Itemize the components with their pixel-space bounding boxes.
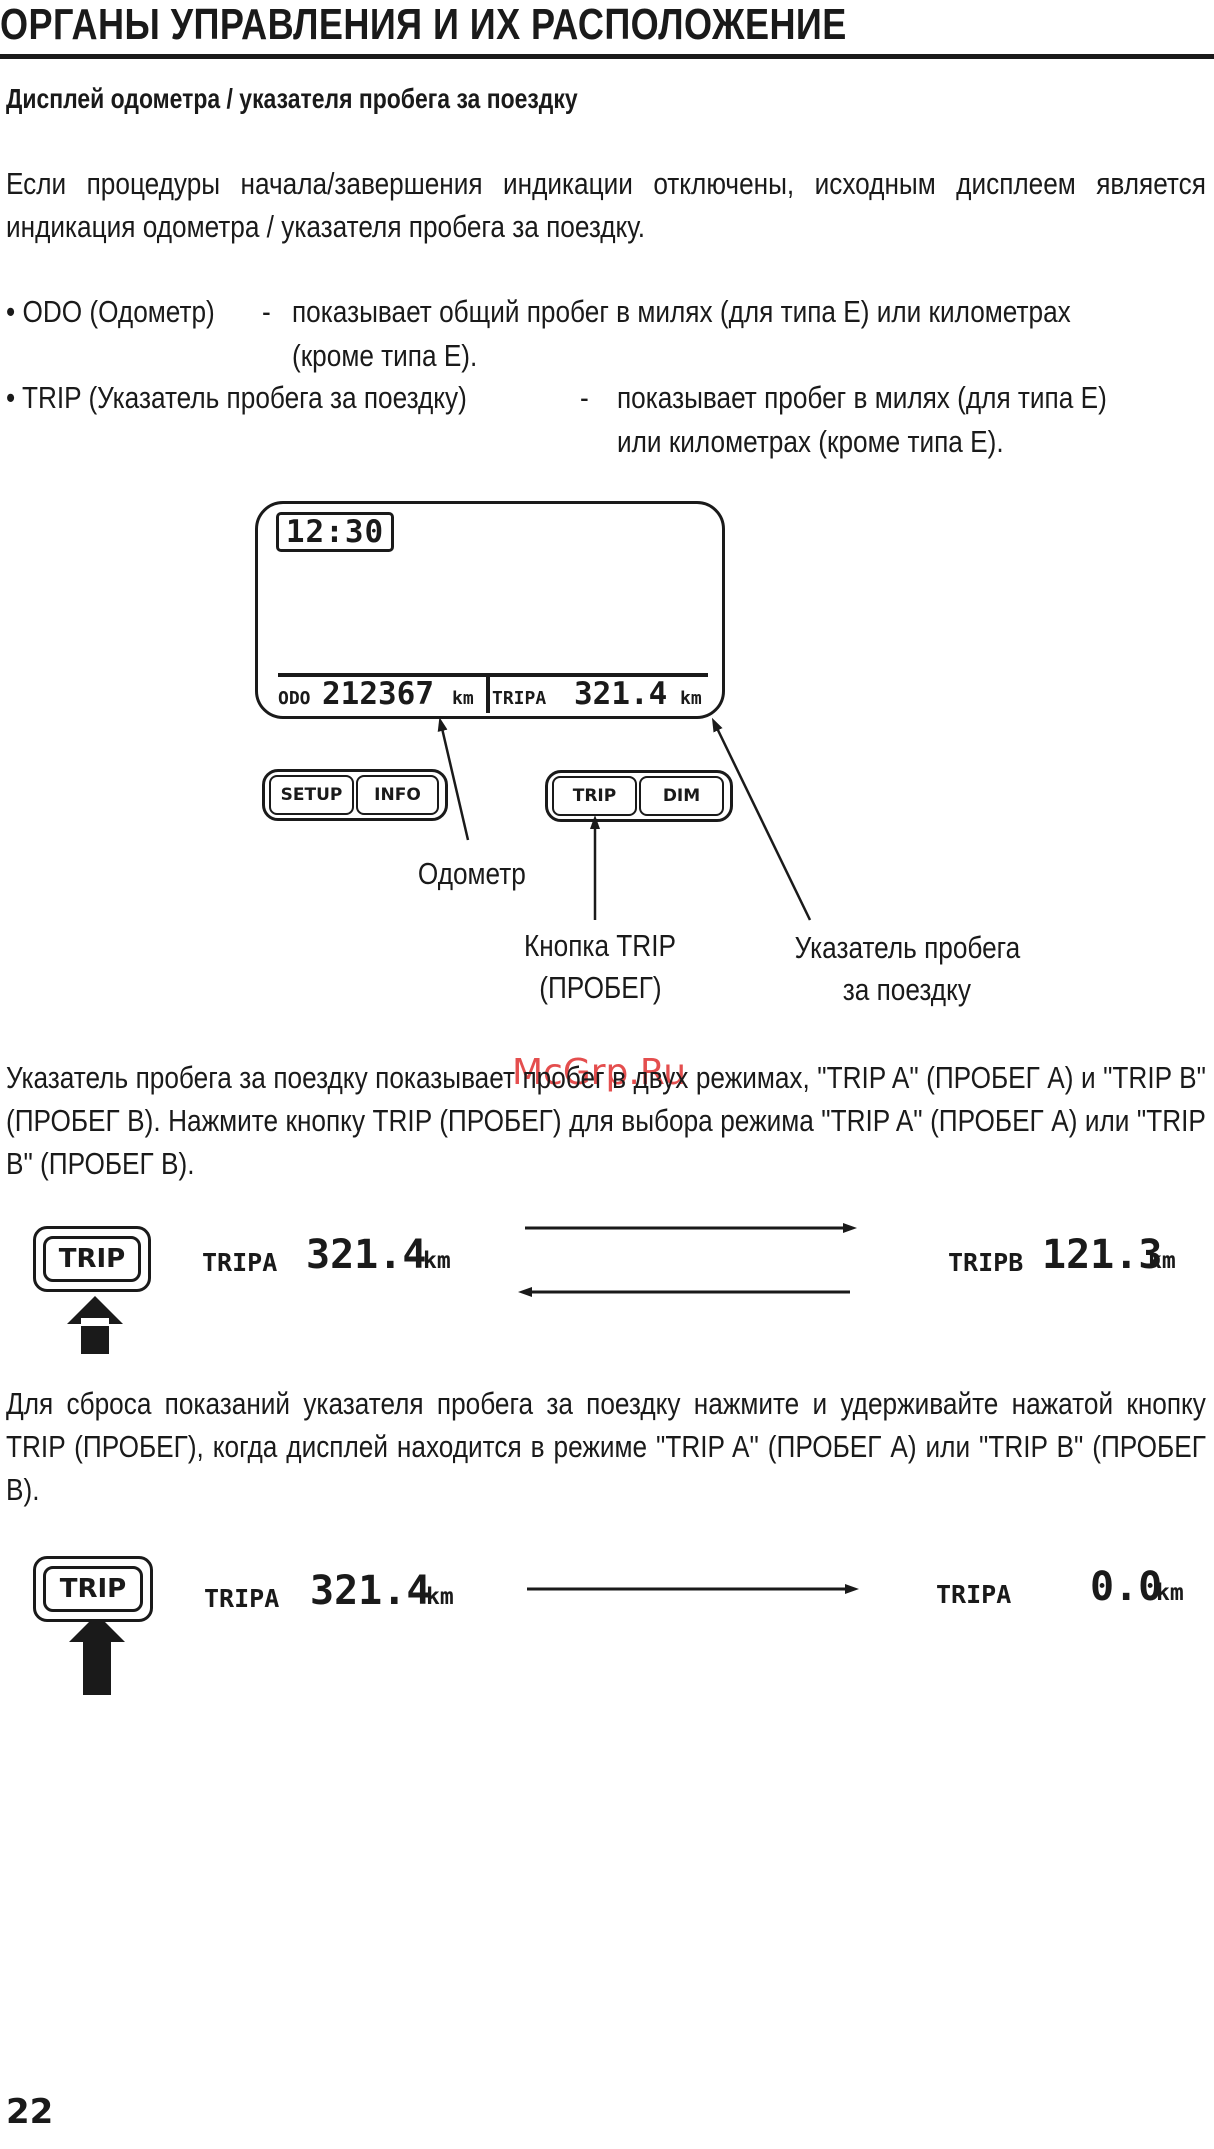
title-rule	[0, 54, 1214, 59]
clock-readout: 12:30	[276, 512, 394, 552]
trip-unit: km	[680, 688, 702, 709]
example2-right-unit: km	[1156, 1580, 1184, 1606]
reset-text: Для сброса показаний указателя пробега з…	[6, 1386, 1206, 1507]
page-number: 22	[6, 2092, 54, 2132]
caption-trip-button-line1: Кнопка TRIP	[523, 928, 677, 963]
odo-label: ODO	[278, 688, 311, 709]
bullet-odo-line1: показывает общий пробег в милях (для тип…	[292, 294, 1071, 329]
caption-trip-meter-line2: за поездку	[842, 972, 972, 1007]
reset-paragraph: Для сброса показаний указателя пробега з…	[6, 1382, 1206, 1511]
intro-paragraph: Если процедуры начала/завершения индикац…	[6, 162, 1206, 248]
example2-trip-button[interactable]: TRIP	[43, 1566, 143, 1612]
dim-button[interactable]: DIM	[639, 776, 724, 816]
example1-left-label: TRIPA	[202, 1248, 278, 1277]
trip-meter-callout-line	[711, 717, 812, 921]
page-title: ОРГАНЫ УПРАВЛЕНИЯ И ИХ РАСПОЛОЖЕНИЕ	[0, 0, 847, 49]
example1-left-value: 321.4	[306, 1232, 427, 1278]
trip-label: TRIPA	[492, 688, 547, 709]
odo-value: 212367	[322, 676, 434, 712]
modes-text: Указатель пробега за поездку показывает …	[6, 1060, 1206, 1181]
example1-right-value: 121.3	[1042, 1232, 1163, 1278]
display-panel	[255, 501, 725, 719]
trip-value: 321.4	[574, 676, 668, 712]
odometer-callout-line	[437, 717, 470, 841]
modes-paragraph: Указатель пробега за поездку показывает …	[6, 1056, 1206, 1185]
example1-right-unit: km	[1148, 1248, 1176, 1274]
example2-trip-button-frame: TRIP	[33, 1556, 153, 1622]
example2-press-arrow-tail	[83, 1695, 111, 1703]
example2-left-label: TRIPA	[204, 1584, 280, 1613]
bullet-trip-line2: или километрах (кроме типа E).	[617, 424, 1004, 459]
bullet-trip-line1: показывает пробег в милях (для типа E)	[617, 380, 1107, 415]
example2-right-label: TRIPA	[936, 1580, 1012, 1609]
watermark-text: McGrp.Ru	[512, 1052, 687, 1093]
bullet-trip-dash: -	[580, 380, 589, 415]
example2-left-unit: km	[426, 1584, 454, 1610]
bullet-odo-line2: (кроме типа E).	[292, 338, 478, 373]
example2-right-value: 0.0	[1090, 1564, 1163, 1610]
example1-trip-button[interactable]: TRIP	[43, 1236, 141, 1282]
caption-trip-meter-line1: Указатель пробега	[794, 930, 1020, 965]
example2-press-arrow	[69, 1614, 125, 1702]
bullet-odo-dash: -	[262, 294, 271, 329]
caption-trip-button-line2: (ПРОБЕГ)	[538, 970, 662, 1005]
example2-left-value: 321.4	[310, 1568, 431, 1614]
info-button[interactable]: INFO	[355, 775, 439, 815]
setup-info-button-group: SETUP INFO	[262, 769, 448, 821]
bullet-trip-term: • TRIP (Указатель пробега за поездку)	[6, 380, 467, 415]
intro-text: Если процедуры начала/завершения индикац…	[6, 166, 1206, 244]
example1-trip-button-frame: TRIP	[33, 1226, 151, 1292]
odo-unit: km	[452, 688, 474, 709]
display-divider-vertical	[486, 673, 490, 713]
section-subtitle: Дисплей одометра / указателя пробега за …	[6, 83, 578, 114]
display-divider-bar	[278, 673, 708, 677]
setup-button[interactable]: SETUP	[269, 775, 354, 815]
caption-odometer: Одометр	[418, 856, 526, 891]
example1-press-arrow-tail	[81, 1318, 109, 1326]
example1-right-label: TRIPB	[948, 1248, 1024, 1277]
bullet-odo-term: • ODO (Одометр)	[6, 294, 215, 329]
example1-left-unit: km	[423, 1248, 451, 1274]
